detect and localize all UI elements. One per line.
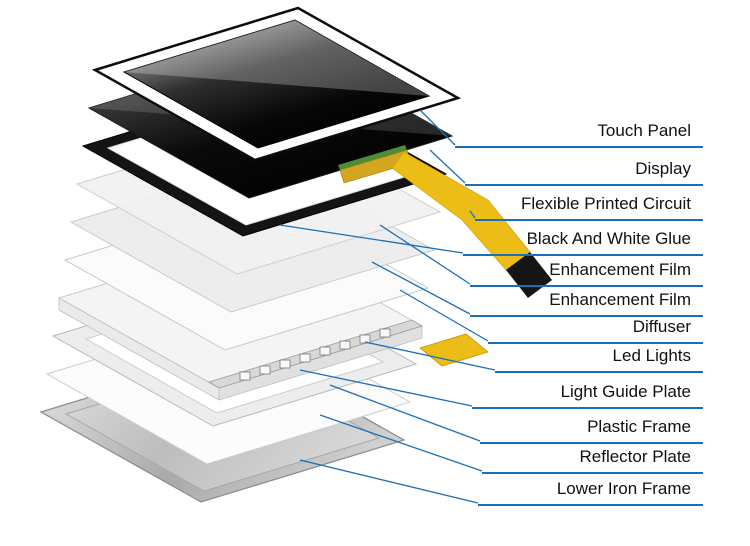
label-black-and-white-glue: Black And White Glue [463, 228, 703, 256]
label-flexible-printed-circuit: Flexible Printed Circuit [475, 193, 703, 221]
label-led-lights: Led Lights [495, 345, 703, 373]
label-enhancement-film-1: Enhancement Film [470, 259, 703, 287]
led-chip [239, 371, 251, 381]
led-chip [319, 346, 331, 356]
leader-line-enhancement-film-1 [379, 224, 471, 285]
led-chip [339, 340, 351, 350]
label-enhancement-film-2: Enhancement Film [470, 289, 703, 317]
label-diffuser: Diffuser [488, 316, 703, 344]
fpc-connector-pcb [338, 145, 407, 170]
label-display: Display [465, 158, 703, 186]
leader-line-touch-panel [419, 109, 456, 146]
label-light-guide-plate: Light Guide Plate [472, 381, 703, 409]
label-plastic-frame: Plastic Frame [480, 416, 703, 444]
led-chip [299, 353, 311, 363]
leader-line-plastic-frame [329, 384, 481, 442]
layer-touch-panel-glass [122, 19, 431, 149]
leader-line-diffuser [399, 289, 489, 342]
leader-line-flexible-printed-circuit [469, 210, 476, 219]
leader-line-reflector-plate [319, 414, 483, 472]
leader-line-enhancement-film-2 [371, 261, 471, 315]
leader-line-display [429, 149, 466, 184]
label-touch-panel: Touch Panel [455, 120, 703, 148]
leader-line-lower-iron-frame [299, 459, 479, 504]
touch-panel-sheen [124, 20, 429, 96]
label-lower-iron-frame: Lower Iron Frame [478, 478, 703, 506]
leader-line-light-guide-plate [299, 369, 473, 407]
leader-line-black-and-white-glue [279, 224, 464, 254]
led-chip [379, 328, 391, 338]
label-reflector-plate: Reflector Plate [482, 446, 703, 474]
light-guide-plate-left-face [58, 297, 220, 401]
leader-line-led-lights [364, 341, 496, 371]
led-chip [279, 359, 291, 369]
led-chip [259, 365, 271, 375]
led-chip [359, 334, 371, 344]
